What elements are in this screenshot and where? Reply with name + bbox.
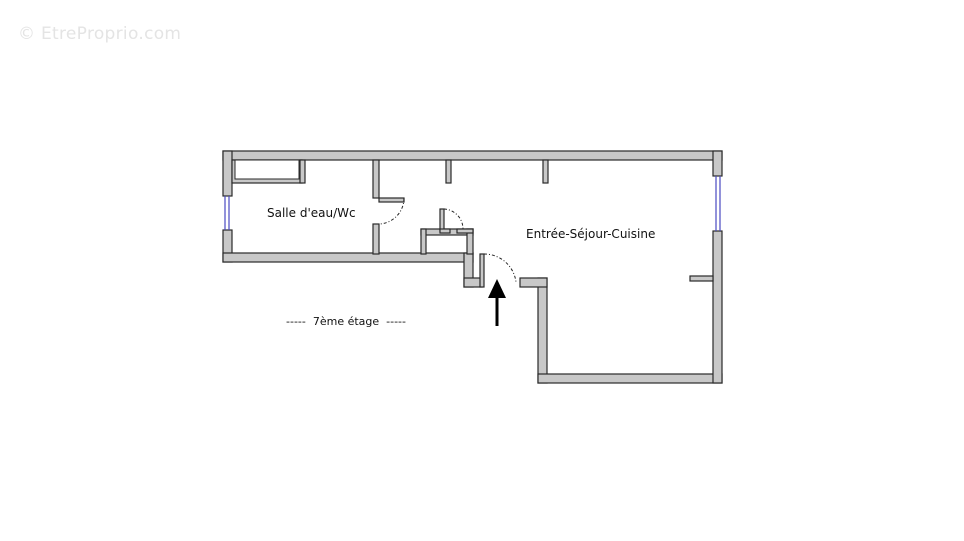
floor-label: ----- 7ème étage ----- — [286, 315, 406, 328]
watermark: © EtreProprio.com — [18, 24, 182, 44]
room-label-salle-deau: Salle d'eau/Wc — [267, 206, 356, 220]
entrance-arrow-icon — [488, 279, 506, 326]
room-label-sejour: Entrée-Séjour-Cuisine — [526, 227, 655, 241]
windows — [224, 176, 721, 231]
door-swings — [378, 197, 517, 283]
walls — [222, 150, 723, 384]
